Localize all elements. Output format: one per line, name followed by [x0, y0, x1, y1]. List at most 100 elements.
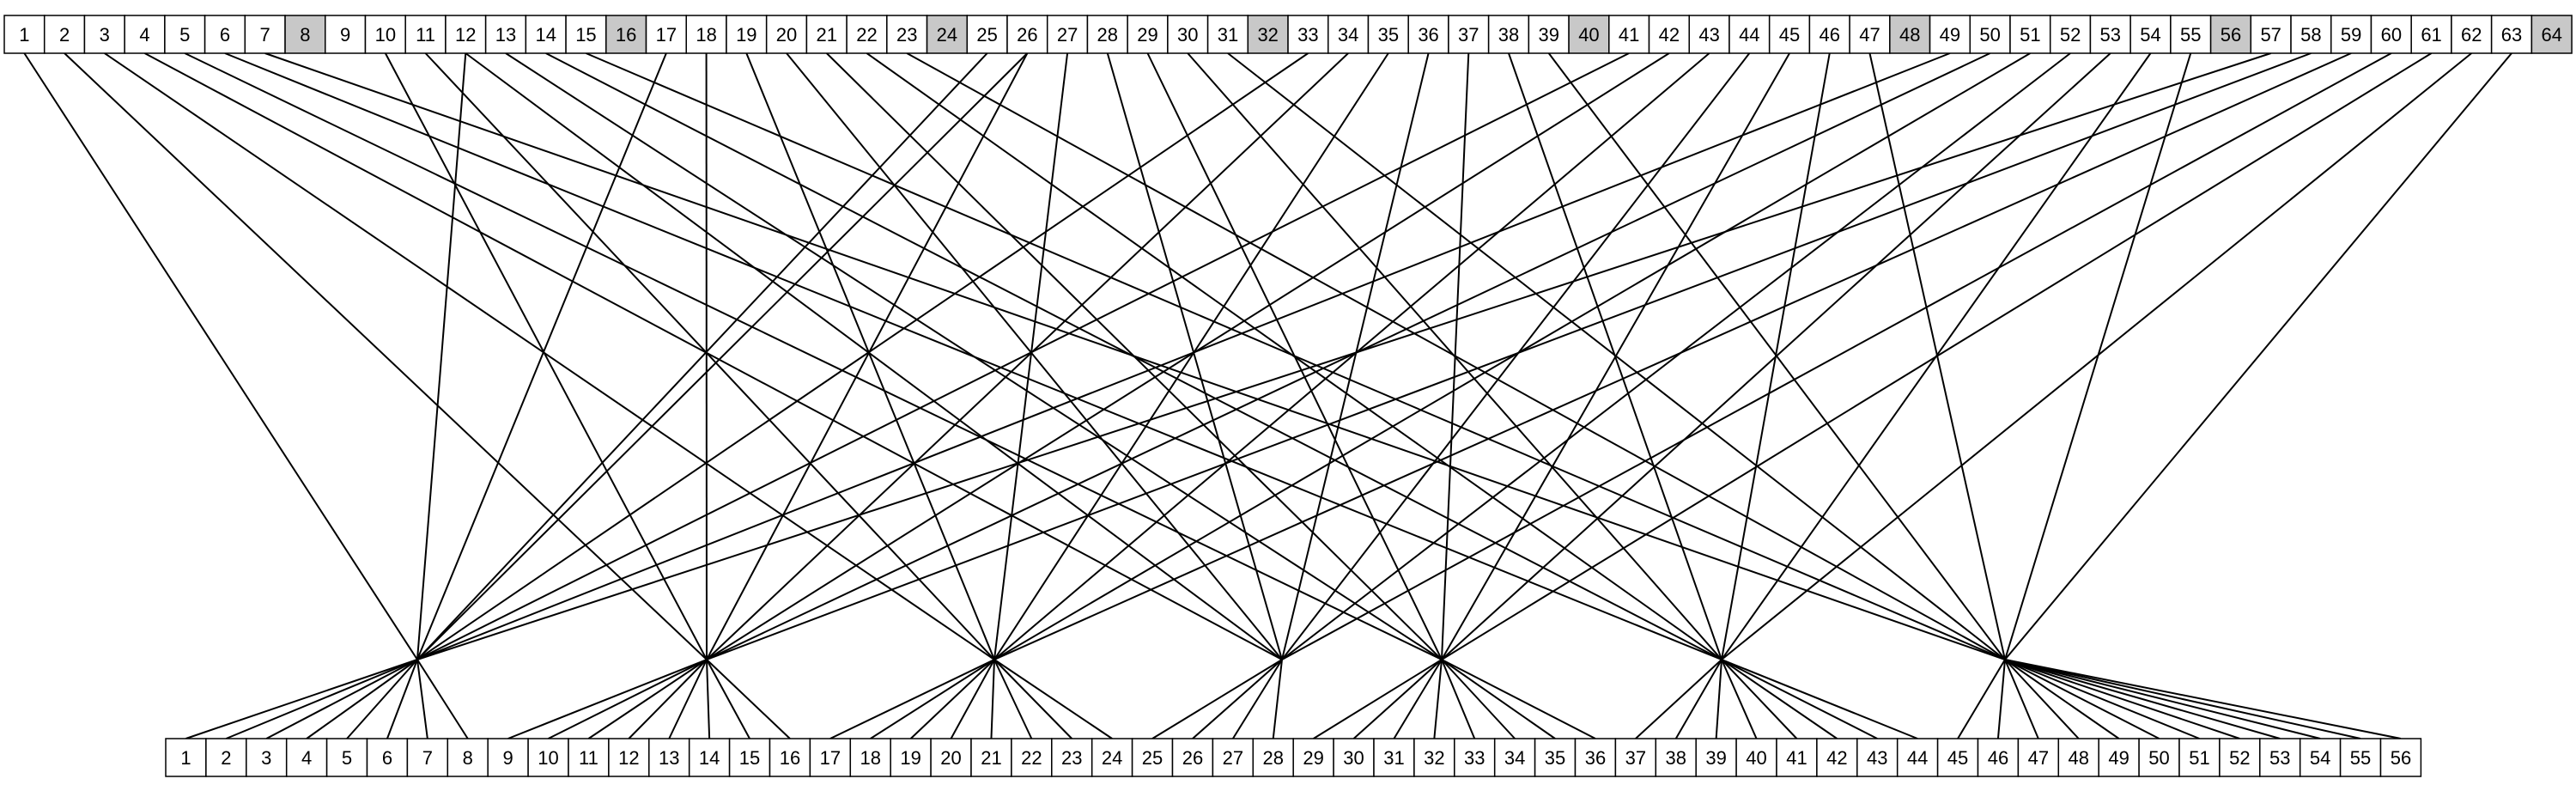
bottom-cell-box — [930, 738, 972, 777]
bottom-cell-label: 28 — [1263, 747, 1284, 769]
top-cell-box — [926, 15, 969, 54]
bottom-cell-box — [970, 738, 1012, 777]
wire-hub-2-to-bottom-10 — [548, 659, 708, 739]
wire-top-59-to-hub-3 — [993, 52, 2352, 660]
bottom-cell-box — [568, 738, 610, 777]
bottom-cell-box — [527, 738, 569, 777]
bottom-cell-37: 37 — [1614, 738, 1657, 777]
top-cell-label: 34 — [1338, 24, 1358, 46]
top-cell-label: 38 — [1498, 24, 1519, 46]
bottom-cell-43: 43 — [1856, 738, 1899, 777]
top-cell-label: 33 — [1297, 24, 1318, 46]
bottom-cell-4: 4 — [285, 738, 328, 777]
bottom-cell-box — [1051, 738, 1093, 777]
bottom-cell-label: 19 — [900, 747, 920, 769]
top-cell-label: 13 — [495, 24, 516, 46]
wire-top-33-to-hub-1 — [416, 52, 1309, 660]
wire-top-58-to-hub-2 — [706, 52, 2312, 660]
top-cell-64: 64 — [2530, 15, 2573, 54]
top-cell-56: 56 — [2209, 15, 2252, 54]
bottom-cell-38: 38 — [1655, 738, 1697, 777]
top-cell-box — [1808, 15, 1850, 54]
top-cell-box — [2410, 15, 2452, 54]
bottom-cell-2: 2 — [205, 738, 247, 777]
top-cell-box — [2009, 15, 2051, 54]
top-cell-42: 42 — [1648, 15, 1690, 54]
top-cell-box — [43, 15, 86, 54]
bottom-cell-box — [2379, 738, 2422, 777]
wire-top-20-to-hub-4 — [786, 52, 1283, 660]
bottom-cell-label: 9 — [503, 747, 513, 769]
top-cell-box — [2530, 15, 2573, 54]
wire-top-44-to-hub-4 — [1281, 52, 1751, 660]
bottom-cell-1: 1 — [165, 738, 207, 777]
wire-hub-7-to-bottom-51 — [2004, 659, 2200, 739]
bottom-cell-34: 34 — [1493, 738, 1536, 777]
top-cell-box — [1768, 15, 1811, 54]
top-cell-box — [1889, 15, 1931, 54]
bottom-cell-22: 22 — [1011, 738, 1053, 777]
top-cell-17: 17 — [645, 15, 687, 54]
bottom-cell-label: 24 — [1102, 747, 1122, 769]
wire-hub-7-to-bottom-55 — [2004, 659, 2361, 739]
wire-top-41-to-hub-1 — [416, 52, 1630, 660]
wire-hub-5-to-bottom-32 — [1433, 659, 1443, 739]
bottom-cell-24: 24 — [1091, 738, 1133, 777]
top-cell-41: 41 — [1608, 15, 1650, 54]
bottom-cell-label: 31 — [1383, 747, 1404, 769]
wire-hub-7-to-bottom-49 — [2004, 659, 2120, 739]
top-cell-62: 62 — [2451, 15, 2493, 54]
top-cell-box — [164, 15, 206, 54]
top-cell-label: 6 — [220, 24, 230, 46]
wire-top-5-to-hub-5 — [184, 52, 1443, 660]
bottom-cell-45: 45 — [1936, 738, 1979, 777]
wire-top-43-to-hub-3 — [993, 52, 1710, 660]
top-cell-12: 12 — [445, 15, 487, 54]
wire-hub-1-to-bottom-8 — [416, 659, 469, 739]
top-cell-label: 26 — [1017, 24, 1037, 46]
top-cell-label: 37 — [1458, 24, 1479, 46]
top-cell-box — [83, 15, 125, 54]
top-cell-label: 3 — [100, 24, 110, 46]
wire-top-50-to-hub-2 — [706, 52, 1991, 660]
wire-top-62-to-hub-6 — [1721, 52, 2472, 660]
bottom-cell-19: 19 — [890, 738, 932, 777]
bottom-cell-label: 26 — [1182, 747, 1203, 769]
top-cell-28: 28 — [1086, 15, 1128, 54]
top-cell-box — [1728, 15, 1771, 54]
bottom-cell-label: 2 — [221, 747, 231, 769]
bottom-cell-box — [1896, 738, 1939, 777]
top-cell-label: 35 — [1378, 24, 1399, 46]
bottom-cell-label: 15 — [739, 747, 760, 769]
top-cell-34: 34 — [1327, 15, 1370, 54]
bottom-cell-label: 13 — [659, 747, 679, 769]
bottom-cell-box — [1212, 738, 1255, 777]
top-cell-label: 51 — [2020, 24, 2040, 46]
bottom-cell-label: 17 — [820, 747, 841, 769]
top-cell-box — [1287, 15, 1329, 54]
top-cell-label: 50 — [1979, 24, 2000, 46]
bottom-cell-10: 10 — [527, 738, 569, 777]
top-cell-label: 17 — [656, 24, 677, 46]
bottom-cell-label: 1 — [180, 747, 191, 769]
bottom-cell-6: 6 — [366, 738, 409, 777]
bottom-cell-label: 25 — [1142, 747, 1163, 769]
top-cell-6: 6 — [204, 15, 246, 54]
top-cell-label: 4 — [139, 24, 149, 46]
top-cell-49: 49 — [1929, 15, 1971, 54]
bottom-cell-49: 49 — [2098, 738, 2140, 777]
wire-top-4-to-hub-4 — [144, 52, 1283, 660]
top-cell-label: 11 — [416, 24, 435, 46]
top-cell-label: 54 — [2140, 24, 2160, 46]
wire-hub-6-to-bottom-43 — [1721, 659, 1878, 739]
top-cell-box — [1849, 15, 1891, 54]
top-cell-27: 27 — [1046, 15, 1089, 54]
bottom-cell-label: 23 — [1061, 747, 1082, 769]
wire-top-3-to-hub-3 — [104, 52, 995, 660]
wire-hub-5-to-bottom-29 — [1313, 659, 1443, 739]
top-cell-label: 28 — [1097, 24, 1118, 46]
bottom-cell-52: 52 — [2219, 738, 2261, 777]
top-cell-50: 50 — [1969, 15, 2011, 54]
